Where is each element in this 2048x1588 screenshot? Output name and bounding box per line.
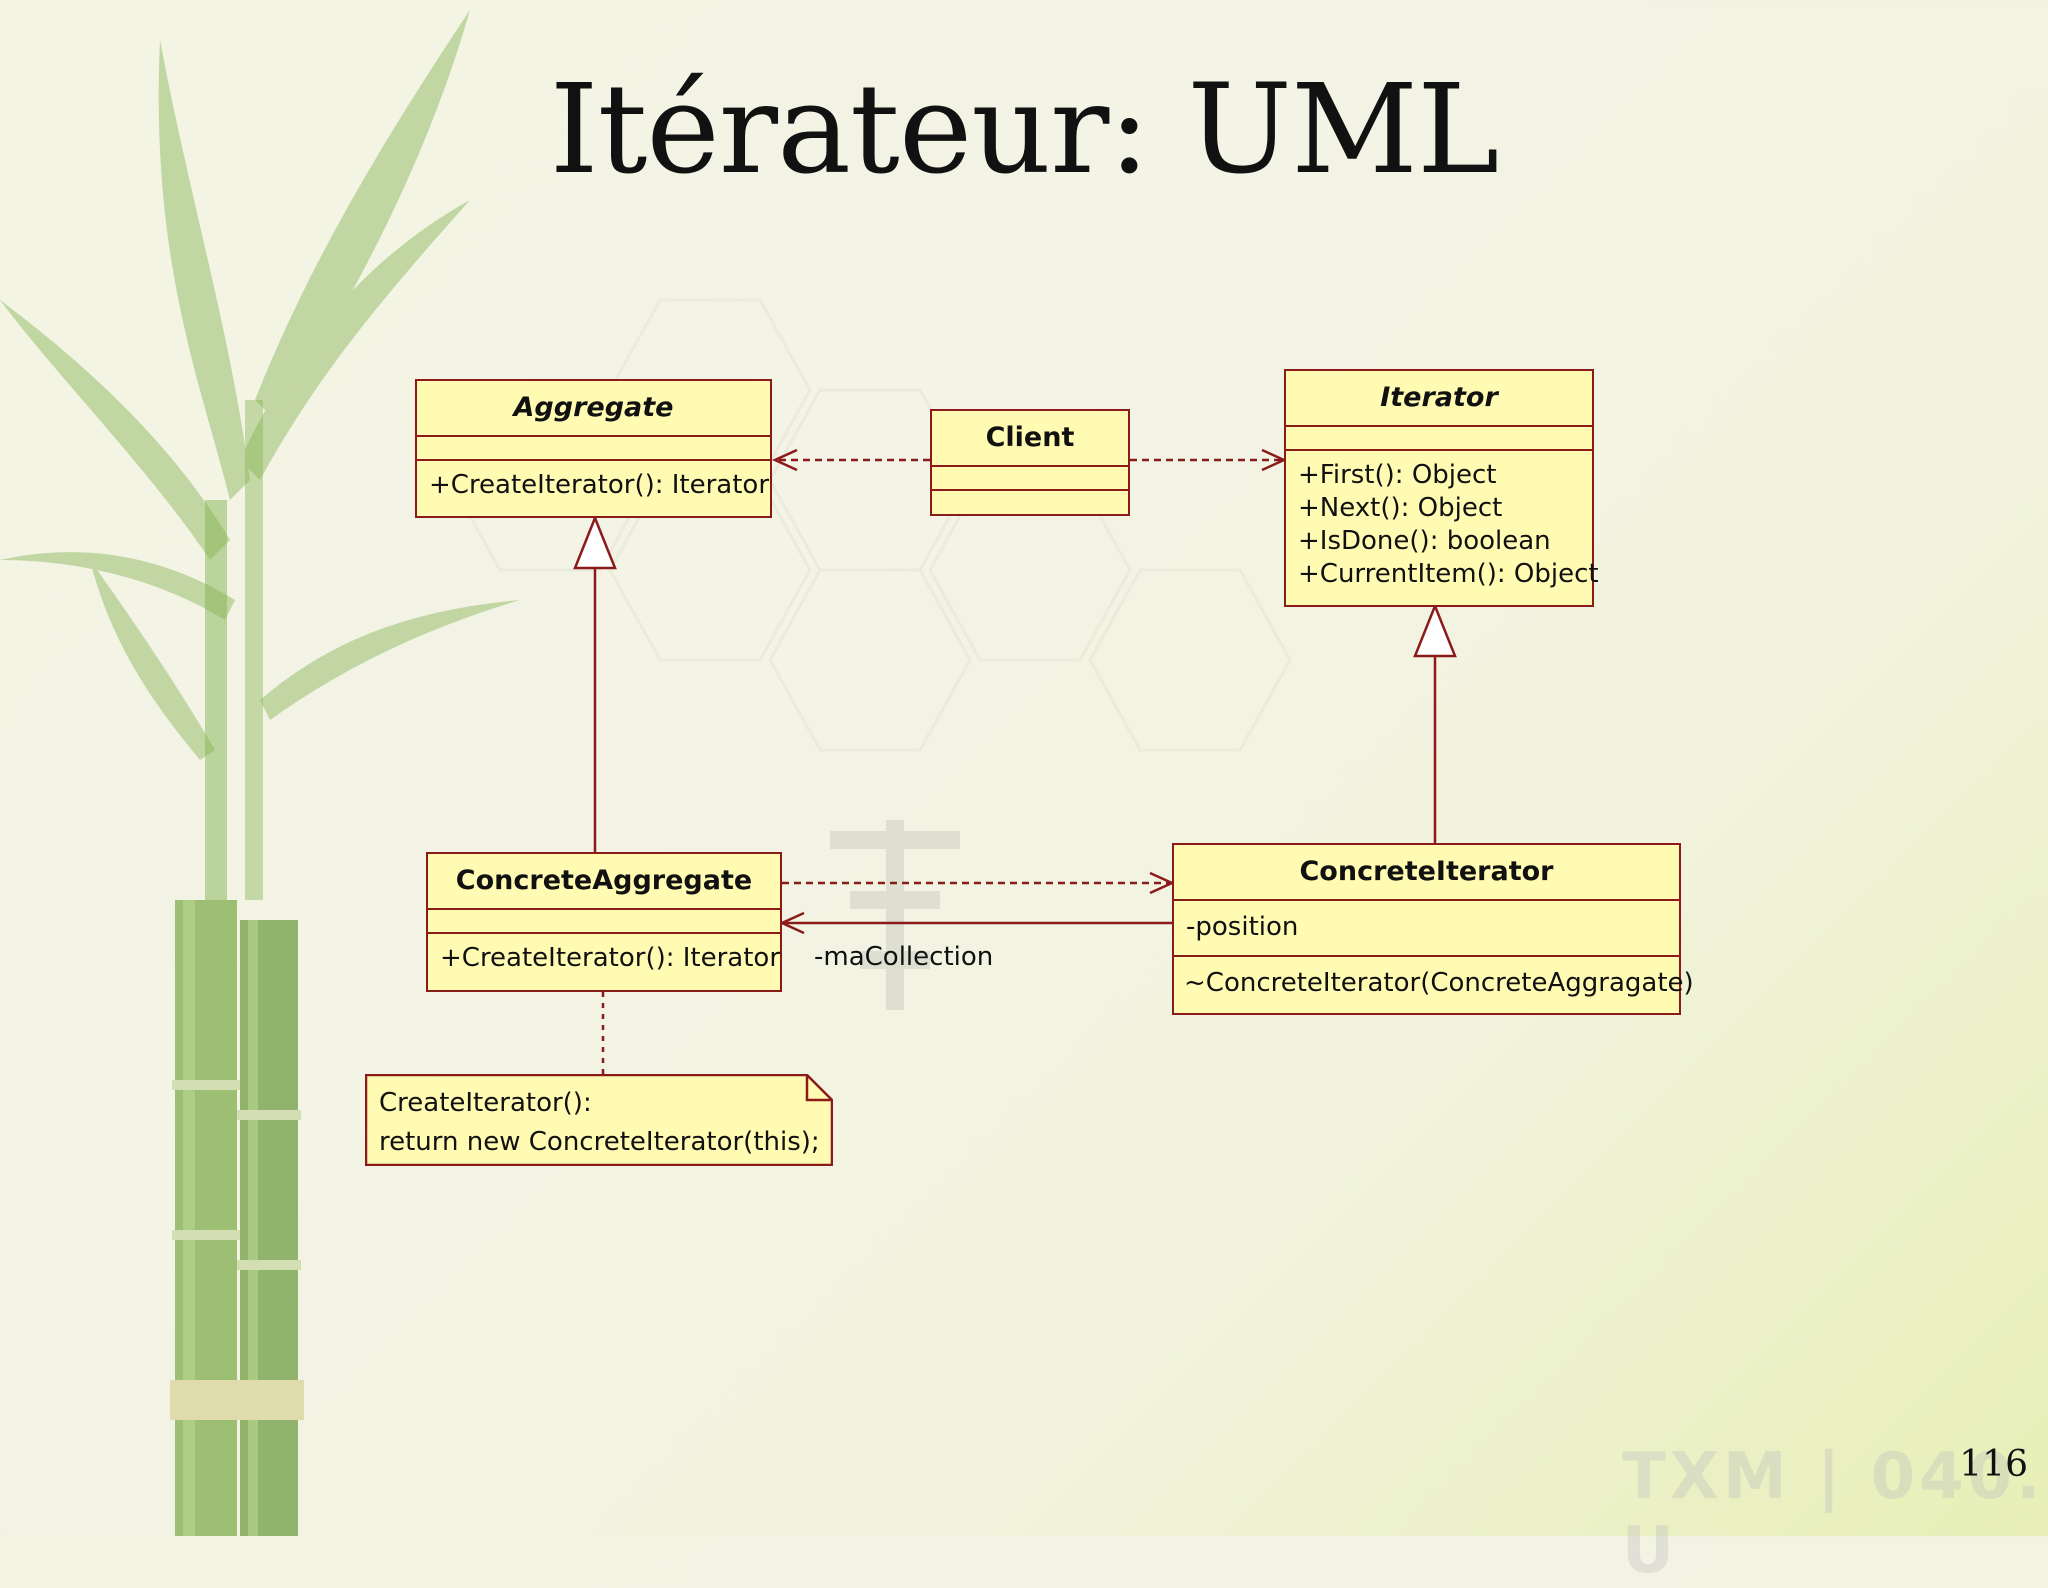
note-line: CreateIterator(): xyxy=(379,1088,592,1118)
class-concrete-aggregate-operations: +CreateIterator(): Iterator xyxy=(428,934,780,983)
class-concrete-aggregate-operation: +CreateIterator(): Iterator xyxy=(440,943,781,973)
class-aggregate-name: Aggregate xyxy=(417,381,770,437)
slide-title: Itérateur: UML xyxy=(549,58,1500,202)
class-iterator-name: Iterator xyxy=(1286,371,1592,427)
class-concrete-iterator-attributes: -position xyxy=(1174,901,1679,957)
class-aggregate-operation: +CreateIterator(): Iterator xyxy=(429,470,770,500)
class-client: Client xyxy=(930,409,1130,516)
class-aggregate-attributes xyxy=(417,437,770,461)
class-iterator-operations: +First(): Object +Next(): Object +IsDone… xyxy=(1286,451,1599,599)
note-text: CreateIterator(): return new ConcreteIte… xyxy=(379,1084,820,1162)
class-concrete-iterator: ConcreteIterator -position ~ConcreteIter… xyxy=(1172,843,1694,1015)
class-iterator-operation: +CurrentItem(): Object xyxy=(1298,559,1599,589)
class-concrete-aggregate: ConcreteAggregate +CreateIterator(): Ite… xyxy=(426,852,782,992)
page-number: 116 xyxy=(1959,1444,2028,1485)
class-iterator-operation: +First(): Object xyxy=(1298,460,1497,490)
class-concrete-aggregate-name: ConcreteAggregate xyxy=(428,854,780,910)
note-line: return new ConcreteIterator(this); xyxy=(379,1127,820,1157)
note-shape xyxy=(365,1074,833,1166)
class-client-operations xyxy=(932,491,1128,513)
class-iterator: Iterator +First(): Object +Next(): Objec… xyxy=(1284,369,1599,607)
class-client-attributes xyxy=(932,467,1128,491)
class-iterator-operation: +Next(): Object xyxy=(1298,493,1503,523)
class-aggregate-operations: +CreateIterator(): Iterator xyxy=(417,461,770,510)
class-iterator-operation: +IsDone(): boolean xyxy=(1298,526,1551,556)
association-label: -maCollection xyxy=(814,942,994,972)
class-concrete-iterator-operations: ~ConcreteIterator(ConcreteAggragate) xyxy=(1174,957,1694,1008)
watermark-text: TXM | 040. U xyxy=(1622,1440,2045,1588)
class-iterator-attributes xyxy=(1286,427,1592,451)
class-client-name: Client xyxy=(932,411,1128,467)
class-concrete-iterator-operation: ~ConcreteIterator(ConcreteAggragate) xyxy=(1184,968,1694,998)
class-concrete-iterator-attribute: -position xyxy=(1186,912,1299,942)
uml-note: CreateIterator(): return new ConcreteIte… xyxy=(365,1074,833,1166)
class-concrete-iterator-name: ConcreteIterator xyxy=(1174,845,1679,901)
class-concrete-aggregate-attributes xyxy=(428,910,780,934)
bamboo-background-image xyxy=(0,10,1292,1536)
class-aggregate: Aggregate +CreateIterator(): Iterator xyxy=(415,379,772,518)
